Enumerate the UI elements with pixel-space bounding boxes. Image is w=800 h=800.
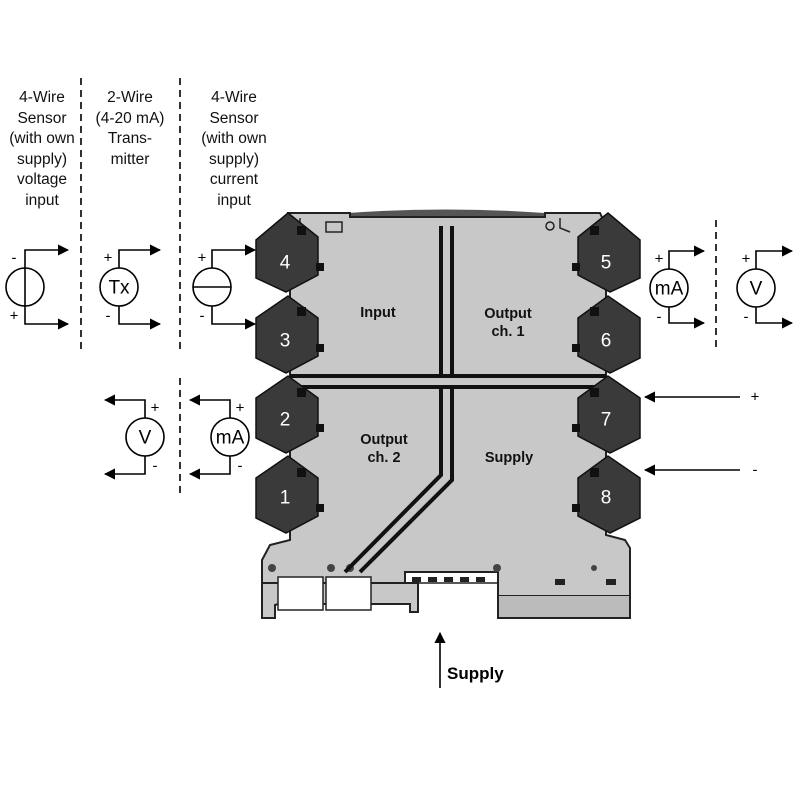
section-output1-line2: ch. 1 (491, 324, 524, 340)
svg-text:-: - (106, 308, 111, 325)
svg-text:-: - (153, 458, 158, 475)
symbol-labels: Tx V mA mA V - + + - + - + - + - + - + -… (10, 250, 763, 479)
v-label-output1: V (750, 279, 763, 300)
terminal-4: 4 (280, 253, 291, 274)
svg-text:+: + (236, 400, 245, 417)
voltage-source-symbol (5, 244, 70, 330)
terminal-3: 3 (280, 331, 291, 352)
svg-text:-: - (12, 250, 17, 267)
output2-ammeter-symbol (188, 394, 250, 480)
section-output2-line2: ch. 2 (367, 450, 400, 466)
dashed-separators (80, 78, 717, 498)
supply-plus-sign: + (751, 389, 760, 406)
svg-text:+: + (198, 250, 207, 267)
output2-voltmeter-symbol (103, 394, 165, 480)
svg-text:-: - (657, 309, 662, 326)
svg-text:+: + (742, 251, 751, 268)
current-source-symbol (192, 244, 257, 330)
terminal-6: 6 (601, 331, 612, 352)
header-4wire-current: 4-Wire Sensor (with own supply) current … (201, 89, 267, 209)
svg-text:+: + (655, 251, 664, 268)
section-labels: Input Output ch. 1 Output ch. 2 Supply (360, 305, 533, 466)
tx-label: Tx (108, 278, 130, 299)
section-input: Input (360, 305, 396, 321)
output1-ammeter-symbol (649, 245, 706, 329)
svg-text:+: + (10, 308, 19, 325)
right-terminals: 5 6 7 8 (572, 212, 641, 534)
svg-text:-: - (744, 309, 749, 326)
transmitter-symbol (99, 244, 162, 330)
section-output1-line1: Output (484, 306, 532, 322)
supply-minus-sign: - (753, 462, 758, 479)
module-housing (261, 209, 631, 619)
svg-text:+: + (151, 400, 160, 417)
ma-label-output2: mA (216, 428, 245, 449)
terminal-5: 5 (601, 253, 612, 274)
svg-text:+: + (104, 250, 113, 267)
v-label-output2: V (139, 428, 152, 449)
terminal-1: 1 (280, 488, 291, 509)
section-output2-line1: Output (360, 432, 408, 448)
header-4wire-voltage: 4-Wire Sensor (with own supply) voltage … (9, 89, 75, 209)
left-terminals: 4 3 2 1 (255, 212, 324, 534)
supply-label: Supply (447, 664, 504, 683)
output1-voltmeter-symbol (736, 245, 794, 329)
terminal-2: 2 (280, 410, 291, 431)
svg-text:-: - (238, 458, 243, 475)
terminal-7: 7 (601, 410, 612, 431)
ma-label-output1: mA (655, 279, 684, 300)
svg-text:-: - (200, 308, 205, 325)
section-supply: Supply (485, 450, 533, 466)
terminal-8: 8 (601, 488, 612, 509)
header-2wire-transmitter: 2-Wire (4-20 mA) Trans- mitter (95, 89, 165, 168)
